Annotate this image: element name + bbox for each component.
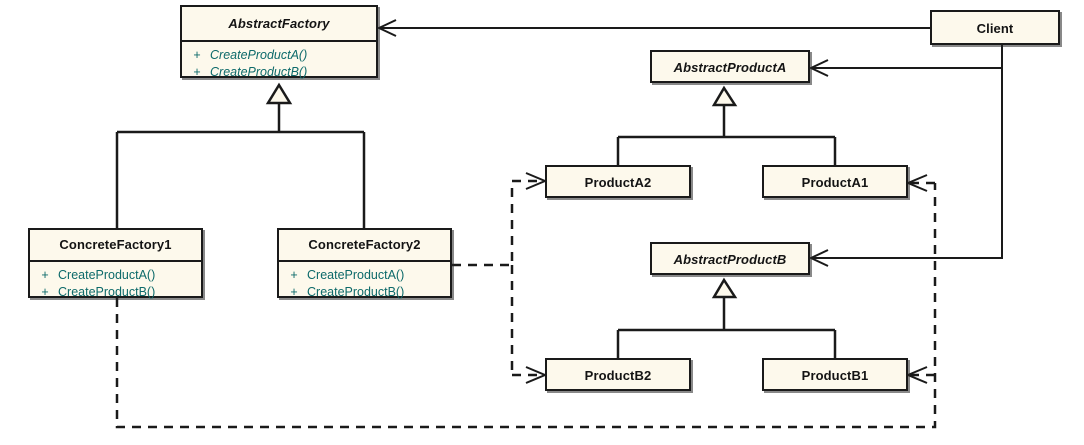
member-signature: CreateProductA() — [58, 268, 156, 282]
dependency-concretefactory2-to-products2 — [452, 172, 548, 384]
class-name-concrete-factory-1: ConcreteFactory1 — [59, 237, 172, 252]
association-client-to-abstractproducta — [808, 45, 1003, 77]
open-arrowhead-icon — [905, 174, 928, 192]
class-name-product-b2: ProductB2 — [584, 368, 652, 383]
class-member: + CreateProductA() — [32, 267, 199, 284]
member-visibility: + — [193, 48, 201, 62]
member-signature: CreateProductA() — [210, 48, 308, 62]
class-box-product-b2[interactable]: ProductB2 — [545, 358, 691, 391]
class-member: + CreateProductB() — [281, 284, 448, 301]
member-signature: CreateProductA() — [307, 268, 405, 282]
member-visibility: + — [41, 285, 49, 299]
member-signature: CreateProductB() — [210, 65, 308, 79]
association-line — [813, 68, 1003, 259]
member-signature: CreateProductB() — [307, 285, 405, 299]
open-arrowhead-icon — [808, 249, 829, 267]
class-member: + CreateProductB() — [184, 64, 374, 81]
class-members-abstract-factory: + CreateProductA() + CreateProductB() — [182, 42, 376, 86]
class-compartment-divider — [279, 260, 450, 262]
generalization-concretefactories-to-abstractfactory — [115, 82, 366, 228]
class-name-product-b1: ProductB1 — [801, 368, 869, 383]
class-members-concrete-factory-2: + CreateProductA() + CreateProductB() — [279, 262, 450, 306]
open-arrowhead-icon — [525, 366, 548, 384]
association-line — [813, 45, 1003, 69]
class-member: + CreateProductA() — [281, 267, 448, 284]
class-name-abstract-product-b: AbstractProductB — [673, 252, 787, 267]
class-compartment-divider — [30, 260, 201, 262]
class-compartment-divider — [182, 40, 376, 42]
generalization-triangle-icon — [711, 277, 738, 299]
generalization-triangle-icon — [265, 82, 293, 105]
class-name-product-a1: ProductA1 — [801, 175, 869, 190]
class-name-product-a2: ProductA2 — [584, 175, 652, 190]
generalization-products-a-to-abstractproducta — [616, 85, 837, 165]
class-box-client[interactable]: Client — [930, 10, 1060, 45]
open-arrowhead-icon — [905, 366, 928, 384]
class-name-concrete-factory-2: ConcreteFactory2 — [308, 237, 421, 252]
open-arrowhead-icon — [808, 59, 829, 77]
class-box-concrete-factory-2[interactable]: ConcreteFactory2 + CreateProductA() + Cr… — [277, 228, 452, 299]
member-visibility: + — [290, 268, 298, 282]
class-box-product-a2[interactable]: ProductA2 — [545, 165, 691, 198]
class-box-abstract-product-b[interactable]: AbstractProductB — [650, 242, 810, 275]
open-arrowhead-icon — [525, 172, 548, 190]
class-box-abstract-factory[interactable]: AbstractFactory + CreateProductA() + Cre… — [180, 5, 378, 79]
class-box-abstract-product-a[interactable]: AbstractProductA — [650, 50, 810, 83]
class-members-concrete-factory-1: + CreateProductA() + CreateProductB() — [30, 262, 201, 306]
class-box-concrete-factory-1[interactable]: ConcreteFactory1 + CreateProductA() + Cr… — [28, 228, 203, 299]
generalization-triangle-icon — [711, 85, 738, 107]
member-visibility: + — [193, 65, 201, 79]
class-member: + CreateProductA() — [184, 47, 374, 64]
generalization-products-b-to-abstractproductb — [616, 277, 837, 358]
class-name-abstract-product-a: AbstractProductA — [673, 60, 787, 75]
class-box-product-a1[interactable]: ProductA1 — [762, 165, 908, 198]
open-arrowhead-icon — [376, 19, 397, 37]
member-signature: CreateProductB() — [58, 285, 156, 299]
class-name-client: Client — [976, 21, 1014, 36]
class-member: + CreateProductB() — [32, 284, 199, 301]
member-visibility: + — [290, 285, 298, 299]
association-client-to-abstractfactory — [376, 19, 930, 37]
class-name-abstract-factory: AbstractFactory — [228, 16, 330, 31]
class-box-product-b1[interactable]: ProductB1 — [762, 358, 908, 391]
dependency-line-producta2 — [452, 181, 514, 267]
member-visibility: + — [41, 268, 49, 282]
